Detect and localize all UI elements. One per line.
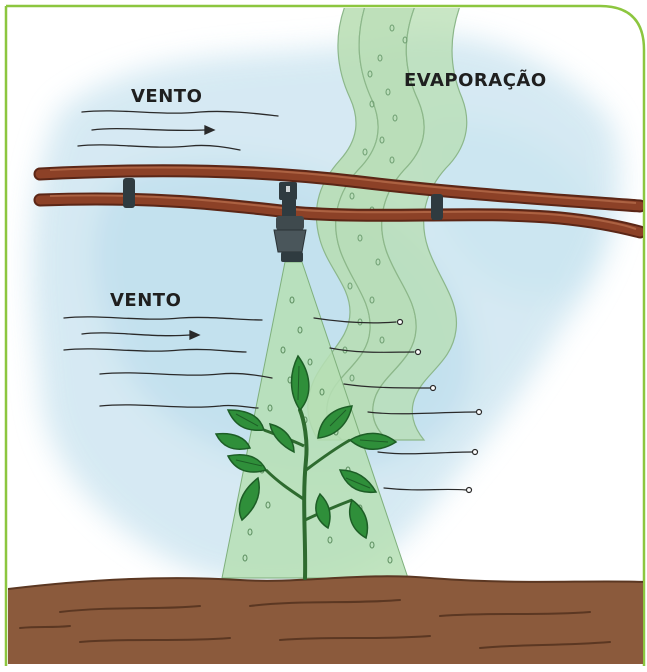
pipe-clamp-left (123, 178, 135, 208)
wind-label-mid: VENTO (110, 290, 181, 311)
soil-icon (0, 576, 647, 668)
evaporation-label: EVAPORAÇÃO (404, 70, 547, 91)
pipe-clamp-right (431, 194, 443, 220)
wind-label-top: VENTO (131, 86, 202, 107)
